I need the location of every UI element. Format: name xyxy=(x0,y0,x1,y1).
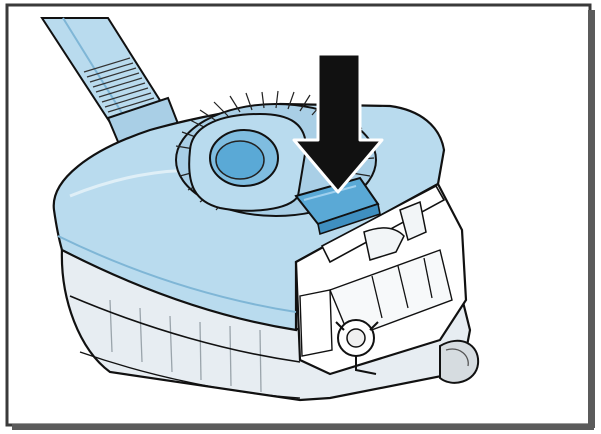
arrow-shape xyxy=(292,52,384,194)
compartment-inner xyxy=(329,249,453,339)
housing-slats xyxy=(109,299,262,393)
rear-wheel-icon xyxy=(439,339,480,384)
open-dust-compartment-icon xyxy=(294,182,468,376)
mains-plug-icon xyxy=(335,319,379,375)
compartment-latch xyxy=(363,227,405,261)
button-face xyxy=(317,202,381,236)
border-shadow-bottom xyxy=(12,424,594,430)
plug-face xyxy=(346,328,366,348)
press-arrow-icon xyxy=(292,52,384,194)
lid-release-button-icon xyxy=(294,176,381,236)
compartment-wall-3 xyxy=(423,257,433,299)
housing-bumper-line xyxy=(69,295,301,363)
button-shine xyxy=(303,185,357,201)
plug-pin-2 xyxy=(369,321,379,331)
compartment-wall-2 xyxy=(397,265,409,309)
lid-shading xyxy=(57,235,297,313)
compartment-side-panel xyxy=(299,289,333,357)
plug-pin-1 xyxy=(335,321,345,331)
compartment-tab xyxy=(399,200,427,242)
filter-port-inner xyxy=(215,140,265,180)
compartment-wall-1 xyxy=(371,275,383,319)
border-shadow-right xyxy=(588,10,595,428)
plug-cord xyxy=(355,356,377,375)
housing-base-line xyxy=(79,351,301,399)
